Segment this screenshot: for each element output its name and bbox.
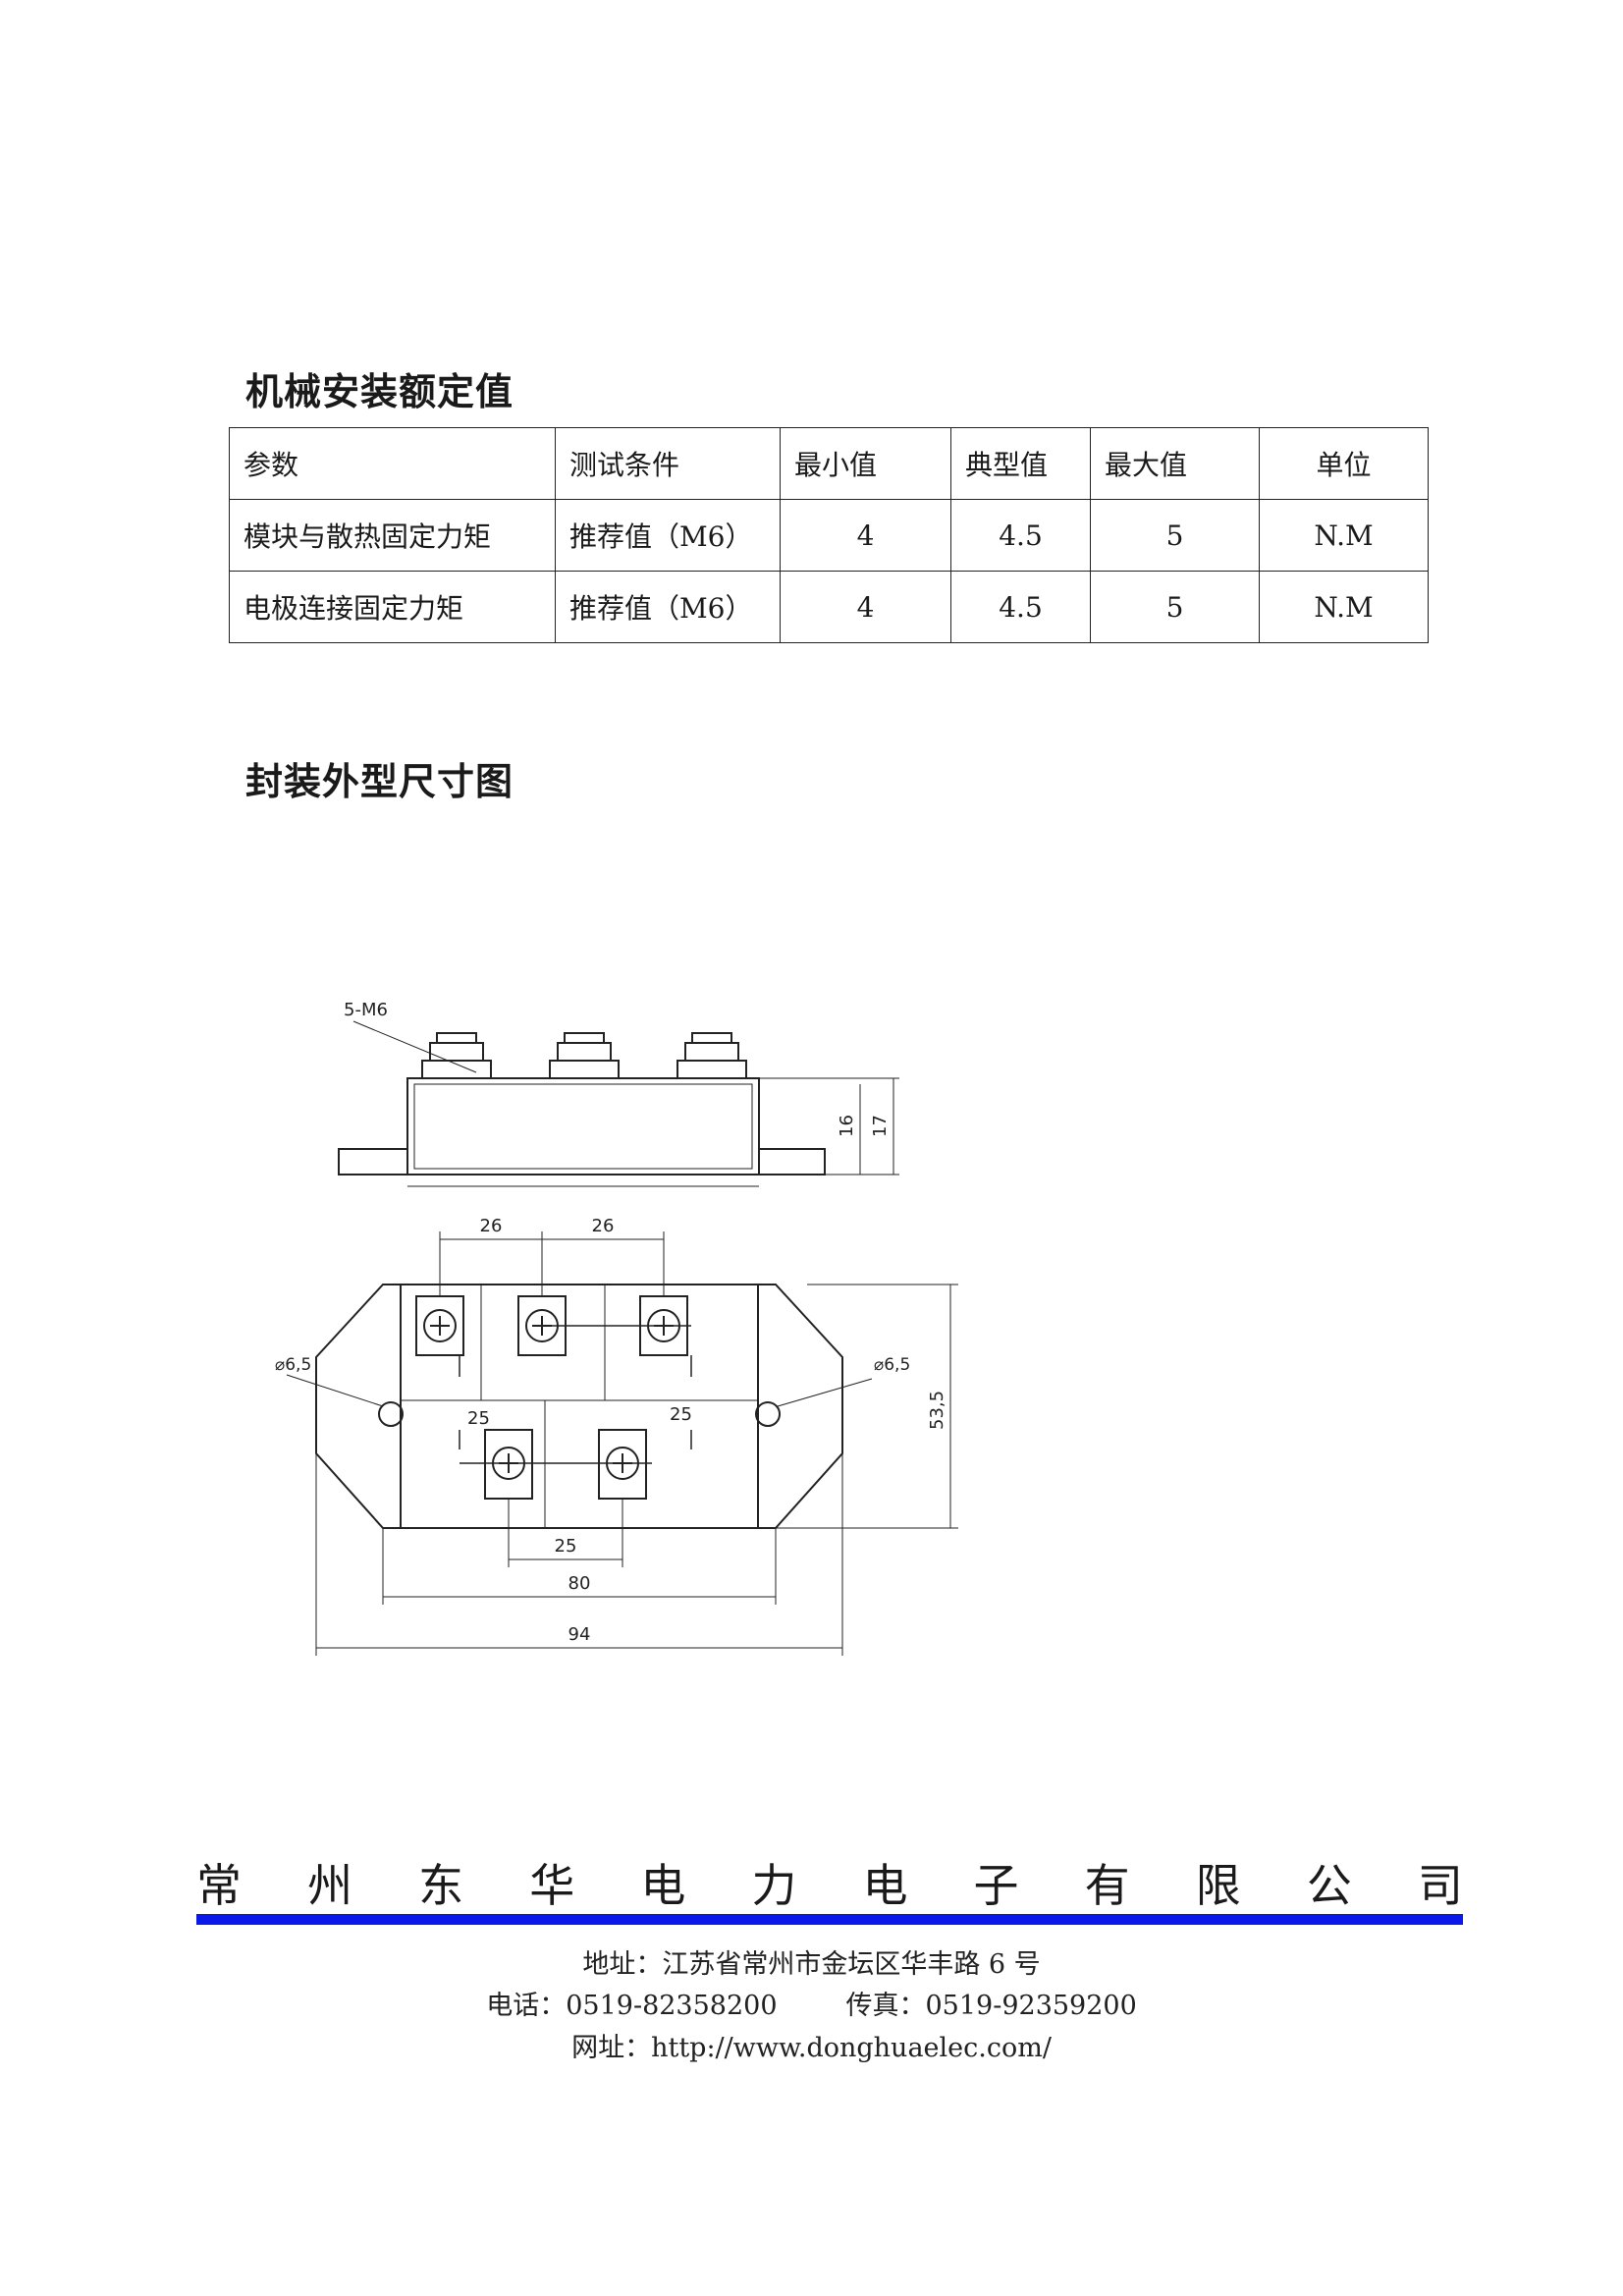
terminal-top-right [639, 1295, 688, 1356]
terminal-bottom-left [484, 1429, 533, 1500]
dimension-label-16: 16 [837, 1115, 857, 1137]
table-cell: 推荐值（M6） [555, 499, 781, 572]
table-header-cell: 最大值 [1090, 427, 1260, 500]
dimension-label-94: 94 [568, 1624, 591, 1645]
table-header-row: 参数 测试条件 最小值 典型值 最大值 单位 [229, 427, 1429, 500]
footer-tel: 电话：0519-82358200 [486, 1991, 778, 2021]
top-view [286, 1231, 958, 1656]
dimension-label-80: 80 [568, 1573, 591, 1594]
footer-rule [196, 1914, 1463, 1925]
side-view-left-flange [338, 1148, 407, 1175]
side-view-body [406, 1077, 760, 1175]
side-view-body-inner [413, 1083, 753, 1170]
hole-leader-line [286, 1374, 384, 1407]
company-char: 电 [640, 1859, 686, 1912]
table-cell: 5 [1090, 499, 1260, 572]
dimension-label-53: 53,5 [927, 1391, 947, 1430]
company-char: 有 [1084, 1859, 1130, 1912]
hole-leader-line [777, 1378, 873, 1407]
terminal-bottom-right [598, 1429, 647, 1500]
footer-address: 地址：江苏省常州市金坛区华丰路 6 号 [582, 1949, 1041, 1980]
company-char: 东 [418, 1859, 464, 1912]
mount-hole-left [378, 1401, 404, 1427]
side-view [338, 1020, 899, 1187]
company-name: 常 州 东 华 电 力 电 子 有 限 公 司 [196, 1850, 1463, 1912]
dimension-label-25: 25 [467, 1408, 490, 1429]
hole-label-left: ⌀6,5 [275, 1355, 311, 1375]
table-cell: N.M [1259, 571, 1429, 643]
mechanical-ratings-table: 参数 测试条件 最小值 典型值 最大值 单位 模块与散热固定力矩 推荐值（M6）… [229, 427, 1429, 643]
table-row: 电极连接固定力矩 推荐值（M6） 4 4.5 5 N.M [229, 571, 1429, 643]
side-view-right-flange [759, 1148, 826, 1175]
table-header-cell: 单位 [1259, 427, 1429, 500]
dimension-label-25-bottom: 25 [555, 1536, 577, 1557]
company-char: 力 [751, 1859, 797, 1912]
dimension-label-25: 25 [670, 1404, 692, 1425]
table-cell: 电极连接固定力矩 [229, 571, 556, 643]
section-title-package: 封装外型尺寸图 [245, 760, 514, 803]
table-cell: 4.5 [950, 571, 1091, 643]
footer-website[interactable]: 网址：http://www.donghuaelec.com/ [571, 2033, 1052, 2063]
dimension-label-26: 26 [592, 1216, 615, 1236]
side-view-screw [676, 1032, 747, 1079]
dimension-label-17: 17 [870, 1115, 891, 1137]
table-cell: 5 [1090, 571, 1260, 643]
thread-label: 5-M6 [344, 1000, 388, 1020]
table-cell: 4 [780, 499, 951, 572]
table-cell: 4 [780, 571, 951, 643]
table-header-cell: 最小值 [780, 427, 951, 500]
mount-hole-right [755, 1401, 781, 1427]
footer-contact: 电话：0519-82358200 传真：0519-92359200 [0, 1984, 1623, 2022]
table-header-cell: 参数 [229, 427, 556, 500]
table-cell: 4.5 [950, 499, 1091, 572]
top-view-outline [315, 1284, 843, 1529]
company-char: 华 [529, 1859, 575, 1912]
section-title-mechanical: 机械安装额定值 [245, 370, 514, 413]
company-char: 司 [1417, 1859, 1463, 1912]
table-cell: 模块与散热固定力矩 [229, 499, 556, 572]
side-view-screw [549, 1032, 620, 1079]
company-char: 限 [1195, 1859, 1241, 1912]
terminal-top-center [517, 1295, 567, 1356]
terminal-top-left [415, 1295, 464, 1356]
table-header-cell: 测试条件 [555, 427, 781, 500]
company-char: 常 [196, 1859, 242, 1912]
hole-label-right: ⌀6,5 [874, 1355, 910, 1375]
package-outline-drawing: 5-M6 16 17 [275, 1000, 958, 1656]
company-char: 州 [307, 1859, 353, 1912]
table-row: 模块与散热固定力矩 推荐值（M6） 4 4.5 5 N.M [229, 499, 1429, 572]
company-char: 电 [862, 1859, 908, 1912]
company-char: 公 [1306, 1859, 1352, 1912]
company-char: 子 [973, 1859, 1019, 1912]
table-cell: 推荐值（M6） [555, 571, 781, 643]
thread-leader-line [352, 1020, 477, 1073]
table-header-cell: 典型值 [950, 427, 1091, 500]
table-cell: N.M [1259, 499, 1429, 572]
footer-fax: 传真：0519-92359200 [845, 1991, 1137, 2021]
dimension-label-26: 26 [480, 1216, 503, 1236]
side-view-screw [421, 1032, 492, 1079]
